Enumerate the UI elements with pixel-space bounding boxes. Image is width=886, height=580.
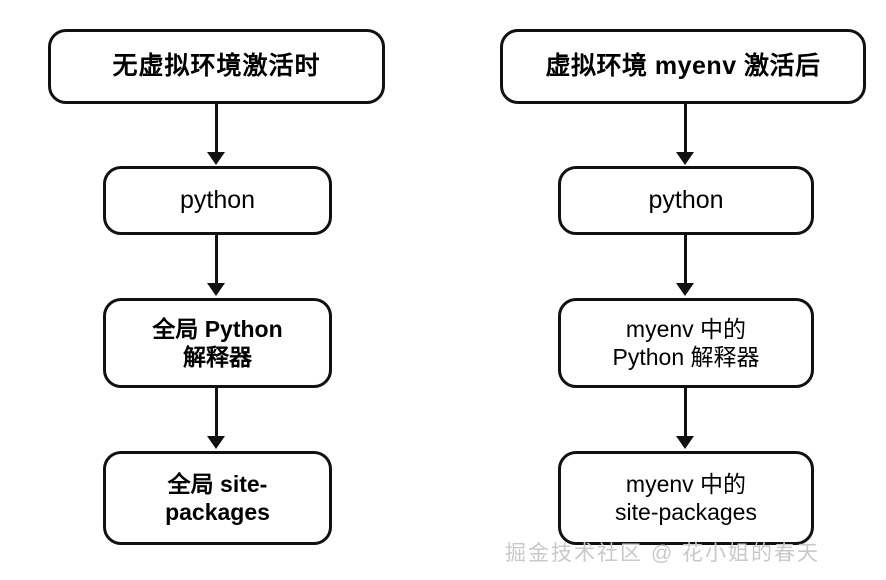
arrowhead-down-icon [676, 436, 694, 449]
flow-column-no-venv: 无虚拟环境激活时 python 全局 Python 解释器 全局 site- p… [48, 29, 385, 545]
node-no-venv-title[interactable]: 无虚拟环境激活时 [48, 29, 385, 104]
edge-r3-to-r4 [684, 388, 687, 438]
flow-column-venv-myenv: 虚拟环境 myenv 激活后 python myenv 中的 Python 解释… [443, 0, 886, 580]
arrowhead-down-icon [676, 152, 694, 165]
node-global-site-packages[interactable]: 全局 site- packages [103, 451, 332, 545]
node-myenv-python-interpreter[interactable]: myenv 中的 Python 解释器 [558, 298, 814, 388]
node-python-command-myenv[interactable]: python [558, 166, 814, 235]
edge-r2-to-r3 [684, 235, 687, 283]
node-python-command-global[interactable]: python [103, 166, 332, 235]
node-global-python-interpreter[interactable]: 全局 Python 解释器 [103, 298, 332, 388]
arrowhead-down-icon [676, 283, 694, 296]
node-myenv-site-packages[interactable]: myenv 中的 site-packages [558, 451, 814, 545]
edge-l2-to-l3 [215, 235, 218, 283]
arrowhead-down-icon [207, 283, 225, 296]
edge-r1-to-r2 [684, 104, 687, 154]
edge-l1-to-l2 [215, 104, 218, 154]
arrowhead-down-icon [207, 152, 225, 165]
edge-l3-to-l4 [215, 388, 218, 438]
node-venv-myenv-title[interactable]: 虚拟环境 myenv 激活后 [500, 29, 866, 104]
arrowhead-down-icon [207, 436, 225, 449]
